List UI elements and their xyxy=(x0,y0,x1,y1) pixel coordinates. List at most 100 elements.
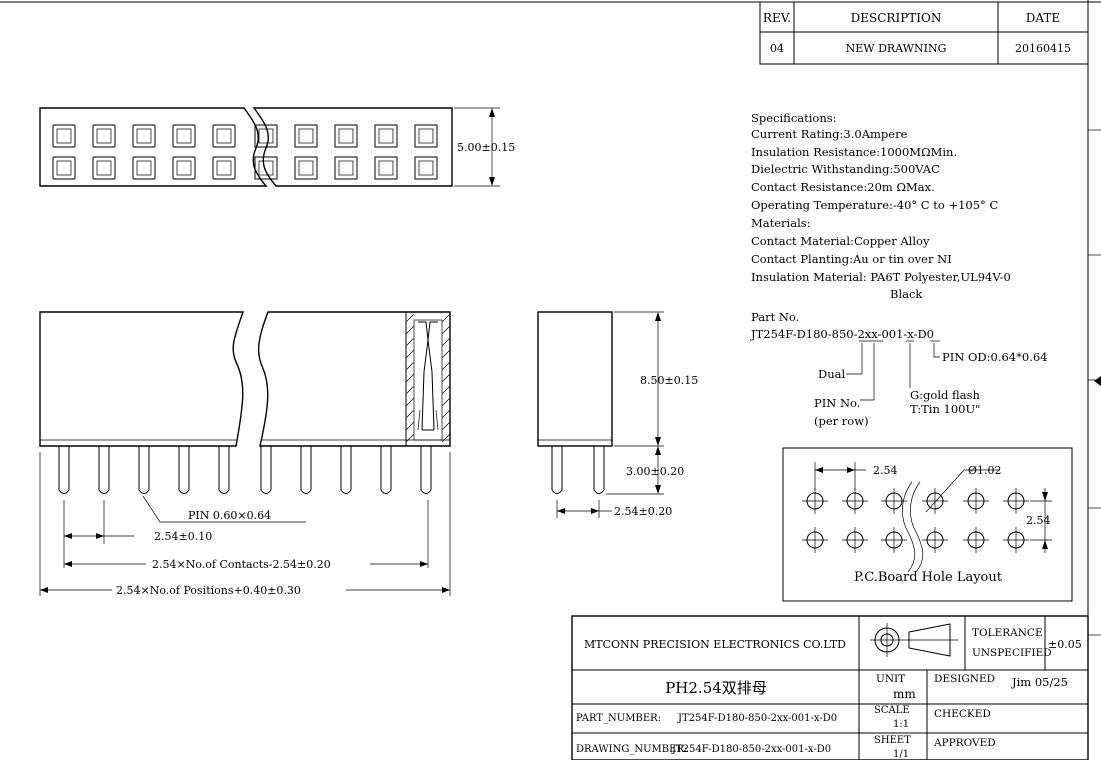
third-angle-projection-icon xyxy=(870,623,958,657)
contact-cell xyxy=(132,156,156,180)
pcb-hole-layout: 2.54 Ø1.02 2.54 P.C.Board Hole Layout xyxy=(782,447,1073,602)
front-view: 2.54±0.10 PIN 0.60×0.64 2.54×No.of Conta… xyxy=(39,311,451,597)
contact-cell-inner xyxy=(298,128,314,144)
center-mark-arrow-icon xyxy=(1094,376,1101,386)
tolerance-label-2: UNSPECIFIED xyxy=(972,647,1052,659)
drawing-number-value: JT254F-D180-850-2xx-001-x-D0 xyxy=(671,744,831,755)
pin-od-text: PIN OD:0.64*0.64 xyxy=(942,350,1047,364)
contact-cell-inner xyxy=(176,128,192,144)
pin-no-text: PIN No. xyxy=(814,396,860,410)
spec-line: Dielectric Withstanding:500VAC xyxy=(751,162,940,176)
pin-size-dimension: PIN 0.60×0.64 xyxy=(188,509,271,522)
contact-cell xyxy=(92,124,116,148)
part-number-value: JT254F-D180-850-2xx-001-x-D0 xyxy=(677,713,837,724)
pcb-holes xyxy=(802,488,1029,553)
side-view: 8.50±0.15 3.00±0.20 2.54±0.20 xyxy=(537,311,698,518)
designed-value: Jim 05/25 xyxy=(1011,675,1068,689)
contact-cell-inner xyxy=(56,128,72,144)
spec-line: Materials: xyxy=(751,216,811,230)
date-value: 20160415 xyxy=(1015,42,1071,55)
contact-cell-inner xyxy=(216,128,232,144)
revision-table: REV. DESCRIPTION DATE 04 NEW DRAWNING 20… xyxy=(759,1,1089,65)
part-number-callout: Part No. JT254F-D180-850-2xx-001-x-D0 PI… xyxy=(750,310,1047,428)
pin xyxy=(340,446,352,494)
contact-cell xyxy=(334,124,358,148)
row-pitch-dimension: 2.54±0.20 xyxy=(614,505,672,518)
description-header: DESCRIPTION xyxy=(851,11,942,25)
pcb-caption: P.C.Board Hole Layout xyxy=(854,570,1003,585)
contact-cell-inner xyxy=(216,160,232,176)
contact-cell xyxy=(212,124,236,148)
pin xyxy=(260,446,272,494)
contact-cell xyxy=(334,156,358,180)
spec-line: Black xyxy=(890,287,923,301)
contact-cell xyxy=(254,124,278,148)
part-number-label: PART_NUMBER: xyxy=(576,713,661,724)
rev-value: 04 xyxy=(770,42,784,55)
contact-cell xyxy=(414,124,438,148)
approved-label: APPROVED xyxy=(933,737,996,749)
scale-value: 1:1 xyxy=(893,719,909,730)
spec-line: Contact Material:Copper Alloy xyxy=(751,234,930,248)
specifications-block: Specifications: Current Rating:3.0Ampere… xyxy=(751,111,1011,301)
contact-cell xyxy=(52,124,76,148)
pin xyxy=(218,446,230,494)
description-value: NEW DRAWNING xyxy=(846,42,947,55)
part-no-label: Part No. xyxy=(751,310,799,324)
contact-cell-inner xyxy=(298,160,314,176)
contact-cell-inner xyxy=(176,160,192,176)
per-row-text: (per row) xyxy=(814,414,869,428)
contact-cell xyxy=(132,124,156,148)
tolerance-value: ±0.05 xyxy=(1048,638,1082,651)
company-name: MTCONN PRECISION ELECTRONICS CO.LTD xyxy=(584,638,846,651)
unit-value: mm xyxy=(893,687,916,701)
rev-header: REV. xyxy=(763,11,791,25)
checked-label: CHECKED xyxy=(934,708,991,720)
product-title: PH2.54双排母 xyxy=(665,679,767,697)
spec-line: Insulation Material: PA6T Polyester,UL94… xyxy=(751,270,1011,284)
designed-label: DESIGNED xyxy=(934,673,995,685)
gold-flash-text: G:gold flash xyxy=(910,388,980,402)
contact-cell-inner xyxy=(338,128,354,144)
contact-cell xyxy=(374,124,398,148)
side-height-dimension: 8.50±0.15 xyxy=(640,374,698,387)
date-header: DATE xyxy=(1026,11,1060,25)
spec-line: Operating Temperature:-40° C to +105° C xyxy=(751,198,998,212)
pin xyxy=(178,446,190,494)
contact-cell-inner xyxy=(96,128,112,144)
contact-cell xyxy=(52,156,76,180)
contact-cell-inner xyxy=(378,160,394,176)
pcb-row-pitch-label: 2.54 xyxy=(1026,514,1051,527)
contact-cell-inner xyxy=(338,160,354,176)
contact-cell xyxy=(172,124,196,148)
contact-cell xyxy=(172,156,196,180)
contact-cell-inner xyxy=(96,160,112,176)
contact-cell xyxy=(294,156,318,180)
scale-label: SCALE xyxy=(874,705,910,716)
contact-cell xyxy=(414,156,438,180)
positions-length-dimension: 2.54×No.of Positions+0.40±0.30 xyxy=(116,584,301,597)
sheet-label: SHEET xyxy=(874,735,911,746)
pin xyxy=(98,446,110,494)
pitch-dimension: 2.54±0.10 xyxy=(154,530,212,543)
pin xyxy=(420,446,432,494)
pin xyxy=(58,446,70,494)
contact-cell xyxy=(254,156,278,180)
part-no-number: JT254F-D180-850-2xx-001-x-D0 xyxy=(750,327,934,341)
contact-cell xyxy=(212,156,236,180)
tin-text: T:Tin 100U" xyxy=(910,402,980,416)
unit-label: UNIT xyxy=(876,673,905,685)
pin-length-dimension: 3.00±0.20 xyxy=(626,465,684,478)
title-block: MTCONN PRECISION ELECTRONICS CO.LTD TOLE… xyxy=(571,615,1089,760)
contact-cell-inner xyxy=(136,160,152,176)
spec-line: Insulation Resistance:1000MΩMin. xyxy=(751,145,957,159)
dual-text: Dual xyxy=(818,367,845,381)
front-pins xyxy=(58,446,432,494)
spec-line: Specifications: xyxy=(751,111,837,125)
section-hatching xyxy=(405,313,451,443)
contact-cell-inner xyxy=(378,128,394,144)
top-height-dimension: 5.00±0.15 xyxy=(457,141,515,154)
contact-cell-inner xyxy=(418,160,434,176)
